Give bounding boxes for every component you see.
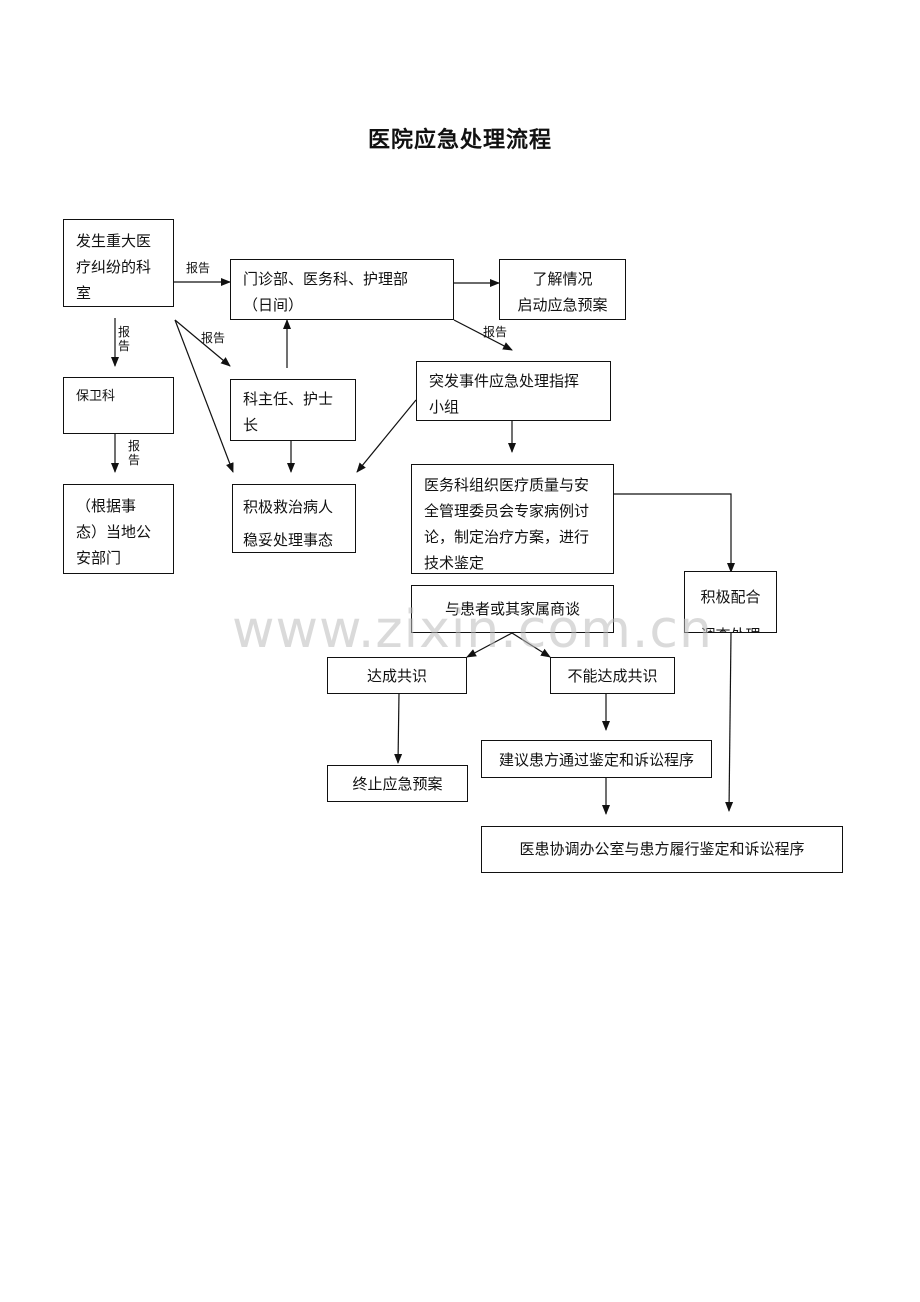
page-title: 医院应急处理流程 xyxy=(367,127,552,153)
arrow-negotiate-to-no-consensus xyxy=(511,632,551,658)
arrow-group-to-rescue xyxy=(356,399,417,473)
arrow-consensus-to-terminate xyxy=(394,692,403,764)
box-local-police: （根据事 态）当地公 安部门 xyxy=(63,484,174,574)
arrow-dept-to-director xyxy=(174,319,231,367)
box-incident-department: 发生重大医 疗纠纷的科 室 xyxy=(63,219,174,307)
label-report-vertical: 报 告 xyxy=(118,325,131,353)
box-cooperate-investigation: 积极配合 调查处理 xyxy=(684,571,777,633)
box-security-department: 保卫科 xyxy=(63,377,174,434)
arrow-dept-to-rescue xyxy=(174,319,234,473)
arrow-outpatient-to-group xyxy=(453,319,513,351)
box-committee-discussion: 医务科组织医疗质量与安 全管理委员会专家病例讨 论，制定治疗方案，进行 技术鉴定 xyxy=(411,464,614,574)
box-rescue-patient: 积极救治病人 稳妥处理事态 xyxy=(232,484,356,553)
label-report: 报告 xyxy=(201,331,226,345)
box-suggest-litigation: 建议患方通过鉴定和诉讼程序 xyxy=(481,740,712,778)
box-department-director: 科主任、护士 长 xyxy=(230,379,356,441)
box-negotiate-family: 与患者或其家属商谈 共商解决，争取达成共识 xyxy=(411,585,614,633)
label-report-vertical: 报 告 xyxy=(128,439,141,467)
box-emergency-command-group: 突发事件应急处理指挥 小组 xyxy=(416,361,611,421)
box-terminate-plan: 终止应急预案 xyxy=(327,765,468,802)
arrow-cooperate-to-coordinate xyxy=(725,632,734,812)
box-outpatient-medical-nursing: 门诊部、医务科、护理部 （日间） xyxy=(230,259,454,320)
box-no-consensus: 不能达成共识 xyxy=(550,657,675,694)
box-reach-consensus: 达成共识 xyxy=(327,657,467,694)
label-report: 报告 xyxy=(483,325,508,339)
arrow-committee-to-cooperate xyxy=(614,493,735,573)
box-understand-situation: 了解情况 启动应急预案 xyxy=(499,259,626,320)
box-coordination-office: 医患协调办公室与患方履行鉴定和诉讼程序 xyxy=(481,826,843,873)
arrow-negotiate-to-consensus xyxy=(466,632,513,658)
label-report: 报告 xyxy=(186,261,211,275)
